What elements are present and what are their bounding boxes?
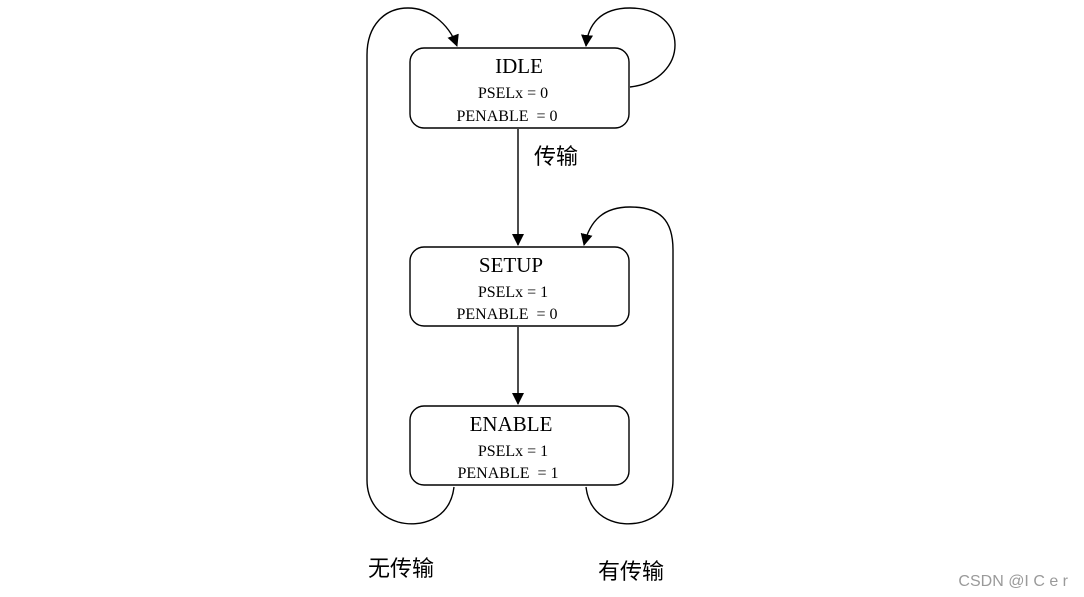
state-idle-psel: PSELx = 0 xyxy=(478,85,548,102)
no-transfer-label: 无传输 xyxy=(368,557,434,582)
watermark: CSDN @I C e r xyxy=(958,573,1068,590)
state-idle-title: IDLE xyxy=(495,54,543,78)
idle-to-setup-label: 传输 xyxy=(534,145,578,170)
state-setup-box xyxy=(409,246,630,327)
state-enable-penable: PENABLE = 1 xyxy=(457,465,558,482)
state-idle: IDLE PSELx = 0 PENABLE = 0 xyxy=(409,47,630,129)
state-idle-penable: PENABLE = 0 xyxy=(456,108,557,125)
idle-self-loop-arrow xyxy=(581,7,676,88)
state-idle-box xyxy=(409,47,630,129)
no-transfer-arrow xyxy=(366,7,459,525)
state-setup-penable: PENABLE = 0 xyxy=(456,306,557,323)
state-enable: ENABLE PSELx = 1 PENABLE = 1 xyxy=(409,405,630,486)
state-enable-title: ENABLE xyxy=(470,412,553,436)
has-transfer-label: 有传输 xyxy=(598,560,664,585)
state-setup-psel: PSELx = 1 xyxy=(478,284,548,301)
has-transfer-arrow xyxy=(580,206,674,525)
state-setup-title: SETUP xyxy=(479,253,543,277)
state-enable-box xyxy=(409,405,630,486)
state-setup: SETUP PSELx = 1 PENABLE = 0 xyxy=(409,246,630,327)
state-enable-psel: PSELx = 1 xyxy=(478,443,548,460)
